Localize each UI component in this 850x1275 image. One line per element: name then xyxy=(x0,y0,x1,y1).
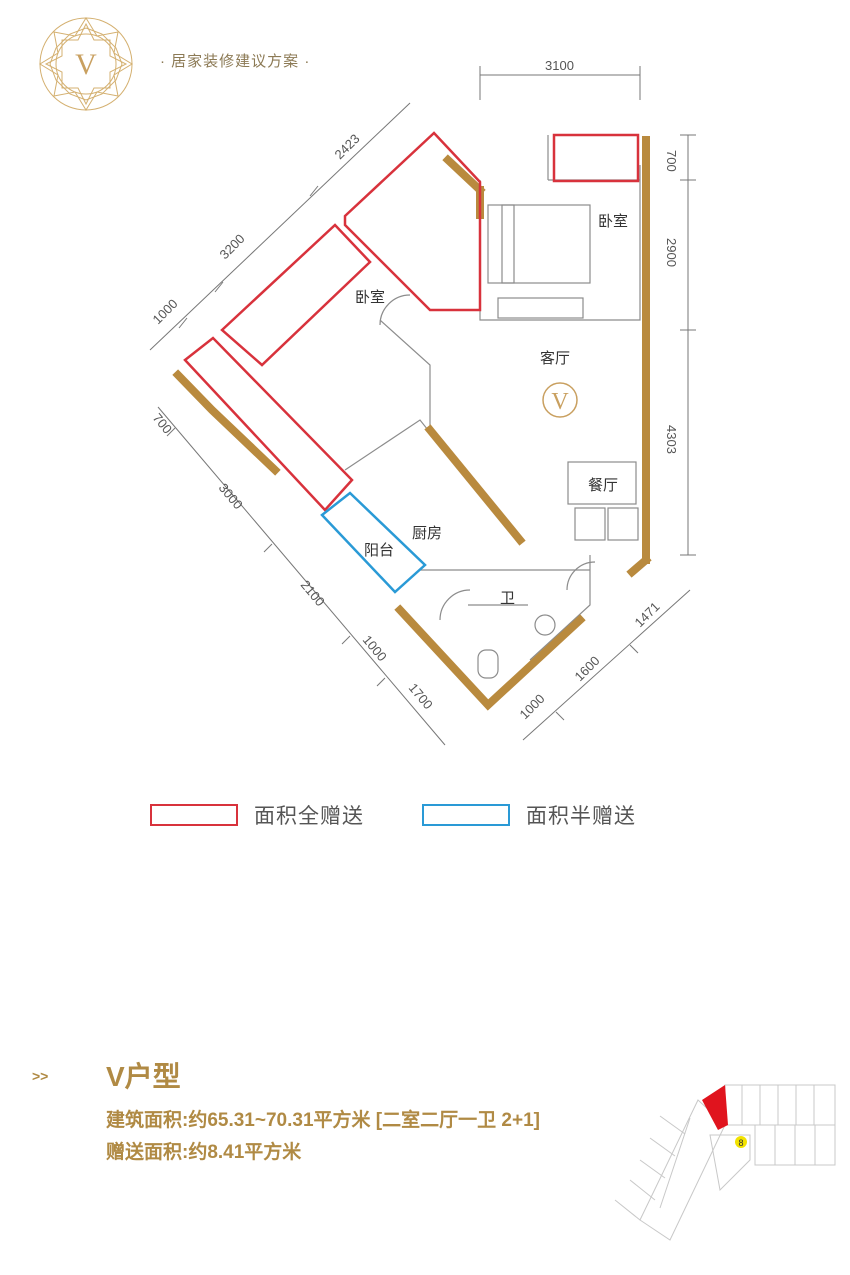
room-dining: 餐厅 xyxy=(588,477,618,494)
legend-full-gift: 面积全赠送 xyxy=(150,800,364,830)
legend-full-gift-label: 面积全赠送 xyxy=(254,805,364,828)
dim-bottom-b: 1600 xyxy=(572,653,603,684)
dim-left-b: 1000 xyxy=(150,296,181,327)
room-kitchen: 厨房 xyxy=(412,525,442,542)
room-bedroom-left: 卧室 xyxy=(355,289,385,306)
badge-letter: V xyxy=(75,48,97,81)
dim-bottom-c: 1471 xyxy=(632,599,663,630)
arrows-icon: >> xyxy=(32,1068,49,1084)
dim-left-c: 700 xyxy=(150,410,175,436)
subtitle: · 居家装修建议方案 · xyxy=(160,53,311,70)
site-unit-number: 8 xyxy=(738,1138,743,1148)
dim-right-upper: 700 xyxy=(664,150,679,172)
dim-left-d: 3000 xyxy=(216,480,246,512)
type-badge-icon: V xyxy=(39,17,133,111)
legend-full-gift-swatch xyxy=(150,804,238,826)
floor-plan: 3100 700 2900 4303 2423 3200 1000 700 30… xyxy=(150,58,696,746)
dim-left-g: 1700 xyxy=(406,680,436,712)
dim-right-mid: 2900 xyxy=(664,238,679,267)
room-balcony: 阳台 xyxy=(364,542,394,559)
room-living: 客厅 xyxy=(540,350,570,367)
legend-half-gift: 面积半赠送 xyxy=(422,800,636,830)
dim-right-lower: 4303 xyxy=(664,425,679,454)
gift-area: 赠送面积:约8.41平方米 xyxy=(106,1142,302,1163)
room-bedroom-upper: 卧室 xyxy=(598,213,628,230)
building-area: 建筑面积:约65.31~70.31平方米 [二室二厅一卫 2+1] xyxy=(106,1110,540,1131)
site-plan-map: 8 xyxy=(614,1084,836,1241)
site-highlight-unit xyxy=(702,1085,728,1130)
dim-bottom-a: 1000 xyxy=(517,691,548,722)
dim-left-e: 2100 xyxy=(298,577,328,609)
dim-left-a: 3200 xyxy=(217,231,248,262)
legend-half-gift-label: 面积半赠送 xyxy=(526,805,636,828)
dim-left-f: 1000 xyxy=(360,632,390,664)
room-bath: 卫 xyxy=(500,590,515,607)
legend-half-gift-swatch xyxy=(422,804,510,826)
plan-center-mark: V xyxy=(551,389,569,415)
unit-type-title: V户型 xyxy=(106,1061,181,1092)
dim-left-top: 2423 xyxy=(332,131,363,162)
dim-top: 3100 xyxy=(545,58,574,73)
